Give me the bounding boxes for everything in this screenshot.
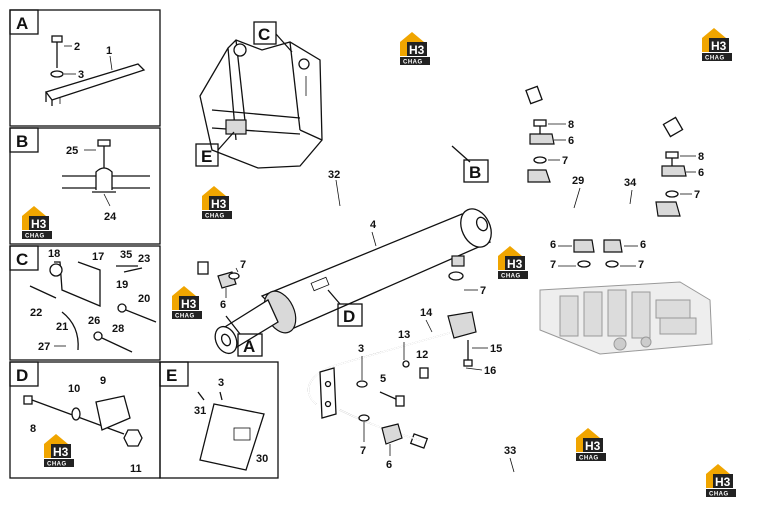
svg-text:CHAG: CHAG bbox=[705, 56, 725, 62]
hose-33 bbox=[409, 98, 754, 498]
svg-text:H3: H3 bbox=[181, 297, 197, 311]
label-24: 24 bbox=[104, 211, 117, 223]
panel-e-letter: E bbox=[166, 366, 177, 385]
label-13: 13 bbox=[398, 329, 410, 341]
label-9: 9 bbox=[100, 375, 106, 387]
svg-text:H3: H3 bbox=[53, 445, 69, 459]
watermark-logos: H3CHAGH3CHAGH3CHAGH3CHAGH3CHAGH3CHAGH3CH… bbox=[22, 28, 736, 498]
hose-32 bbox=[197, 85, 543, 275]
svg-text:H3: H3 bbox=[585, 439, 601, 453]
callout-c: C bbox=[258, 25, 270, 44]
label-18: 18 bbox=[48, 248, 60, 260]
lower-pipe bbox=[307, 311, 477, 445]
label-3-e: 3 bbox=[218, 377, 224, 389]
label-22: 22 bbox=[30, 307, 42, 319]
label-21: 21 bbox=[56, 321, 68, 333]
label-14: 14 bbox=[420, 307, 433, 319]
control-valve bbox=[539, 281, 713, 355]
label-4: 4 bbox=[370, 219, 377, 231]
panel-b-letter: B bbox=[16, 132, 28, 151]
label-7-f: 7 bbox=[480, 285, 486, 297]
label-32: 32 bbox=[328, 169, 340, 181]
label-3-main: 3 bbox=[358, 343, 364, 355]
panel-b: B 25 24 bbox=[9, 127, 161, 245]
svg-text:CHAG: CHAG bbox=[709, 492, 729, 498]
cylinder-4 bbox=[214, 208, 492, 355]
label-8-a: 8 bbox=[568, 119, 574, 131]
label-10: 10 bbox=[68, 383, 80, 395]
panel-a: A 2 3 1 bbox=[9, 9, 161, 127]
svg-text:H3: H3 bbox=[31, 217, 47, 231]
label-7-a: 7 bbox=[240, 259, 246, 271]
label-16: 16 bbox=[484, 365, 496, 377]
svg-text:CHAG: CHAG bbox=[501, 274, 521, 280]
label-27: 27 bbox=[38, 341, 50, 353]
label-5: 5 bbox=[380, 373, 386, 385]
panel-c-letter: C bbox=[16, 250, 28, 269]
label-29: 29 bbox=[572, 175, 584, 187]
panel-d: D 10 9 8 11 bbox=[9, 361, 161, 479]
label-15: 15 bbox=[490, 343, 502, 355]
label-11: 11 bbox=[130, 463, 142, 475]
label-30: 30 bbox=[256, 453, 268, 465]
svg-text:H3: H3 bbox=[507, 257, 523, 271]
label-3: 3 bbox=[78, 69, 84, 81]
label-1: 1 bbox=[106, 45, 112, 57]
label-8-b: 8 bbox=[698, 151, 704, 163]
svg-text:CHAG: CHAG bbox=[175, 314, 195, 320]
panel-d-letter: D bbox=[16, 366, 28, 385]
label-19: 19 bbox=[116, 279, 128, 291]
panel-a-letter: A bbox=[16, 14, 28, 33]
label-6-f: 6 bbox=[386, 459, 392, 471]
callout-a: A bbox=[243, 337, 255, 356]
label-8: 8 bbox=[30, 423, 36, 435]
label-34: 34 bbox=[624, 177, 637, 189]
label-17: 17 bbox=[92, 251, 104, 263]
label-6-a: 6 bbox=[220, 299, 226, 311]
label-6-b: 6 bbox=[568, 135, 574, 147]
label-12: 12 bbox=[416, 349, 428, 361]
svg-text:CHAG: CHAG bbox=[47, 462, 67, 468]
label-20: 20 bbox=[138, 293, 150, 305]
label-6-d: 6 bbox=[550, 239, 556, 251]
label-7-b: 7 bbox=[562, 155, 568, 167]
panel-e: E 3 31 30 bbox=[159, 361, 279, 479]
callout-b: B bbox=[469, 163, 481, 182]
label-33: 33 bbox=[504, 445, 516, 457]
svg-text:CHAG: CHAG bbox=[579, 456, 599, 462]
label-7-e: 7 bbox=[638, 259, 644, 271]
label-35: 35 bbox=[120, 249, 132, 261]
svg-text:CHAG: CHAG bbox=[403, 60, 423, 66]
label-6-e: 6 bbox=[640, 239, 646, 251]
label-28: 28 bbox=[112, 323, 124, 335]
svg-text:H3: H3 bbox=[715, 475, 731, 489]
panel-c: C 18 17 35 23 22 19 20 21 26 28 27 bbox=[9, 245, 161, 361]
label-25: 25 bbox=[66, 145, 78, 157]
label-23: 23 bbox=[138, 253, 150, 265]
svg-text:CHAG: CHAG bbox=[205, 214, 225, 220]
label-7-d: 7 bbox=[550, 259, 556, 271]
label-26: 26 bbox=[88, 315, 100, 327]
label-31: 31 bbox=[194, 405, 206, 417]
callout-e: E bbox=[201, 147, 212, 166]
svg-text:H3: H3 bbox=[211, 197, 227, 211]
svg-text:H3: H3 bbox=[409, 43, 425, 57]
svg-text:H3: H3 bbox=[711, 39, 727, 53]
label-7-g: 7 bbox=[360, 445, 366, 457]
callout-d: D bbox=[343, 307, 355, 326]
label-2: 2 bbox=[74, 41, 80, 53]
label-7-c: 7 bbox=[694, 189, 700, 201]
label-6-c: 6 bbox=[698, 167, 704, 179]
svg-text:CHAG: CHAG bbox=[25, 234, 45, 240]
